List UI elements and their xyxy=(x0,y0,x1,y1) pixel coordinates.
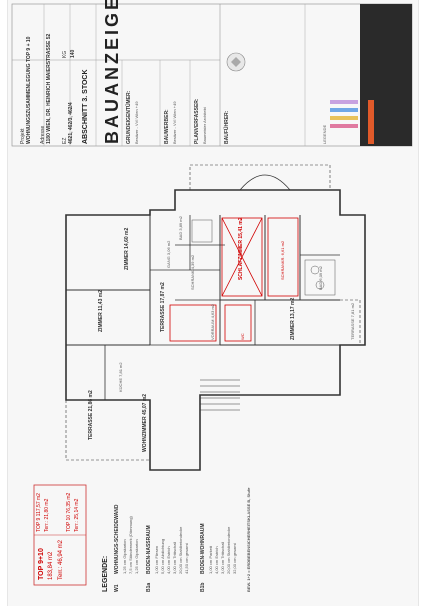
legend-w1-line-2: 7,5 cm Ständerwerk (Dämmung) xyxy=(128,516,133,574)
legend-b2-line-1: 1,00 cm Parkett xyxy=(208,545,213,574)
legend-b2-title: BODEN-WOHNRAUM xyxy=(200,523,206,574)
legend-footer: BEW. 1+2 = ERDBEBENSICHERHEITSKLASSE B, … xyxy=(246,487,251,592)
legend-b1-line-2: 5,00 cm Abdichtung xyxy=(160,538,165,574)
summary-top9-terr: Terr.: 21,80 m2 xyxy=(44,498,50,532)
legend-b1-line-1: 1,00 cm Fliesen xyxy=(154,545,159,574)
legend-b1-line-6: 41,50 cm gesamt xyxy=(184,543,189,574)
legend-w1-title: WOHNUNGS-SCHEIDEWAND xyxy=(114,504,120,574)
summary-top10: TOP 10 76,35 m2 xyxy=(66,492,72,532)
legend-b1-line-3: 4,00 cm Estrich xyxy=(166,546,171,574)
legend-b1-code: B1a xyxy=(146,582,152,592)
legend-b1-line-4: 3,00 cm Trittschall xyxy=(172,541,177,574)
legend-w1-line-1: 1,25 cm Gipskarton xyxy=(122,539,127,574)
legend-w1-code: W1 xyxy=(114,584,120,593)
legend-b1-line-5: 20,00 cm Stahlbetondecke xyxy=(178,526,183,574)
summary-terr: Terr.: 46,94 m2 xyxy=(58,539,64,580)
legend-b1-title: BODEN-NASSRAUM xyxy=(146,525,152,574)
legend-b2-line-5: 32,00 cm gesamt xyxy=(232,543,237,574)
legend-b2-line-2: 4,00 cm Estrich xyxy=(214,546,219,574)
summary-top9: TOP 9 117,57 m2 xyxy=(36,493,42,532)
legend-b2-line-3: 3,00 cm Trittschall xyxy=(220,541,225,574)
summary-heading: TOP 9+10 xyxy=(38,548,45,580)
summary-top10-terr: Terr.: 25,14 m2 xyxy=(74,498,80,532)
legend-w1-line-3: 1,25 cm Gipskarton xyxy=(134,539,139,574)
summary-total: 183,84 m2 xyxy=(48,551,54,580)
legend-b2-line-4: 20,00 cm Stahlbetondecke xyxy=(226,526,231,574)
legend-b2-code: B1b xyxy=(200,582,206,592)
legend-title: LEGENDE: xyxy=(102,555,109,592)
